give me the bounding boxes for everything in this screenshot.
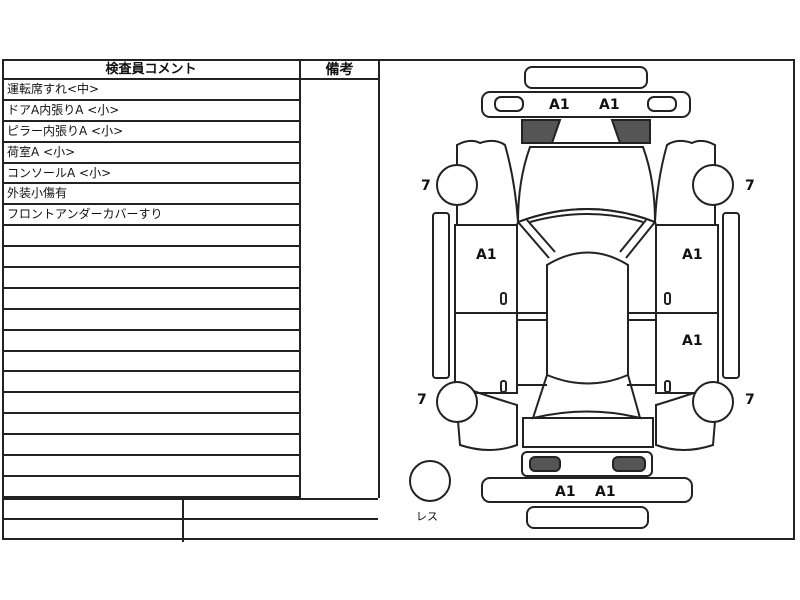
- rear-bumper: [481, 477, 693, 503]
- comment-row: 荷室A <小>: [3, 143, 299, 164]
- rear-door-right: [655, 312, 719, 394]
- headlight-right: [610, 119, 651, 144]
- center-pillar-right: [627, 312, 656, 386]
- front-fender-right: [653, 139, 716, 226]
- windshield-arc: [517, 208, 656, 223]
- inspection-sheet: [2, 59, 795, 540]
- wheel-rear-left: [436, 381, 478, 423]
- tire-front-right-label: 7: [745, 178, 755, 194]
- door-handle-front-right: [664, 292, 671, 305]
- right-rear-door-mark: A1: [682, 333, 703, 349]
- wheel-front-right: [692, 164, 734, 206]
- rear-window: [531, 374, 642, 420]
- taillight-left: [529, 456, 561, 472]
- roof: [546, 251, 629, 385]
- comment-row: 外装小傷有: [3, 184, 299, 206]
- wheel-front-left: [436, 164, 478, 206]
- rear-quarter-left: [453, 383, 518, 451]
- comment-row: [3, 456, 299, 477]
- inspector-comments-table: 検査員コメント 備考 運転席すれ<中>ドアA内張りA <小>ピラー内張りA <小…: [3, 61, 380, 542]
- rear-bumper-mark-1: A1: [555, 484, 576, 500]
- hood: [516, 146, 657, 224]
- front-fog-right: [647, 96, 677, 112]
- front-grille-panel: [524, 66, 648, 89]
- headlight-left: [521, 119, 562, 144]
- footer-divider: [182, 500, 184, 542]
- footer-cells: [3, 498, 378, 542]
- side-sill-right: [722, 212, 740, 379]
- tire-rear-right-label: 7: [745, 392, 755, 408]
- front-bumper-mark-1: A1: [549, 97, 570, 113]
- rear-bumper-mark-2: A1: [595, 484, 616, 500]
- footer-row: [3, 500, 378, 520]
- front-door-left: [454, 224, 518, 314]
- comment-row: コンソールA <小>: [3, 164, 299, 185]
- right-front-door-mark: A1: [682, 247, 703, 263]
- side-sill-left: [432, 212, 450, 379]
- comment-row: フロントアンダーカバーすり: [3, 205, 299, 227]
- comment-row: [3, 289, 299, 310]
- rear-door-left: [454, 312, 518, 394]
- rear-quarter-right: [655, 383, 720, 451]
- comment-row: ピラー内張りA <小>: [3, 122, 299, 143]
- comment-row: [3, 393, 299, 415]
- comment-rows: 運転席すれ<中>ドアA内張りA <小>ピラー内張りA <小>荷室A <小>コンソ…: [3, 80, 301, 498]
- comment-row: [3, 226, 299, 248]
- comment-row: [3, 331, 299, 352]
- comment-row: [3, 414, 299, 436]
- spare-tire: [409, 460, 451, 502]
- comment-row: ドアA内張りA <小>: [3, 101, 299, 122]
- spare-tire-label: レス: [416, 510, 438, 523]
- remarks-column-divider: [378, 61, 380, 498]
- front-bumper: [481, 91, 691, 118]
- inspector-comment-header: 検査員コメント: [3, 61, 301, 80]
- comment-row: [3, 268, 299, 289]
- trunk: [522, 417, 654, 448]
- rear-lower-panel: [526, 506, 649, 529]
- front-bumper-mark-2: A1: [599, 97, 620, 113]
- wheel-rear-right: [692, 381, 734, 423]
- taillight-right: [612, 456, 646, 472]
- door-handle-rear-right: [664, 380, 671, 393]
- left-front-door-mark: A1: [476, 247, 497, 263]
- door-handle-front-left: [500, 292, 507, 305]
- comment-row: [3, 372, 299, 394]
- tire-rear-left-label: 7: [417, 392, 427, 408]
- a-pillar-right: [619, 219, 656, 259]
- front-fender-left: [456, 139, 520, 226]
- comment-row: [3, 477, 299, 498]
- comment-row: [3, 352, 299, 373]
- front-fog-left: [494, 96, 524, 112]
- comment-row: [3, 435, 299, 457]
- door-handle-rear-left: [500, 380, 507, 393]
- comment-row: [3, 247, 299, 269]
- a-pillar-left: [517, 219, 556, 259]
- tire-front-left-label: 7: [421, 178, 431, 194]
- comment-row: [3, 310, 299, 331]
- rear-panel: [521, 451, 653, 477]
- center-pillar-left: [517, 312, 547, 386]
- comment-row: 運転席すれ<中>: [3, 80, 299, 101]
- remarks-header: 備考: [301, 61, 378, 80]
